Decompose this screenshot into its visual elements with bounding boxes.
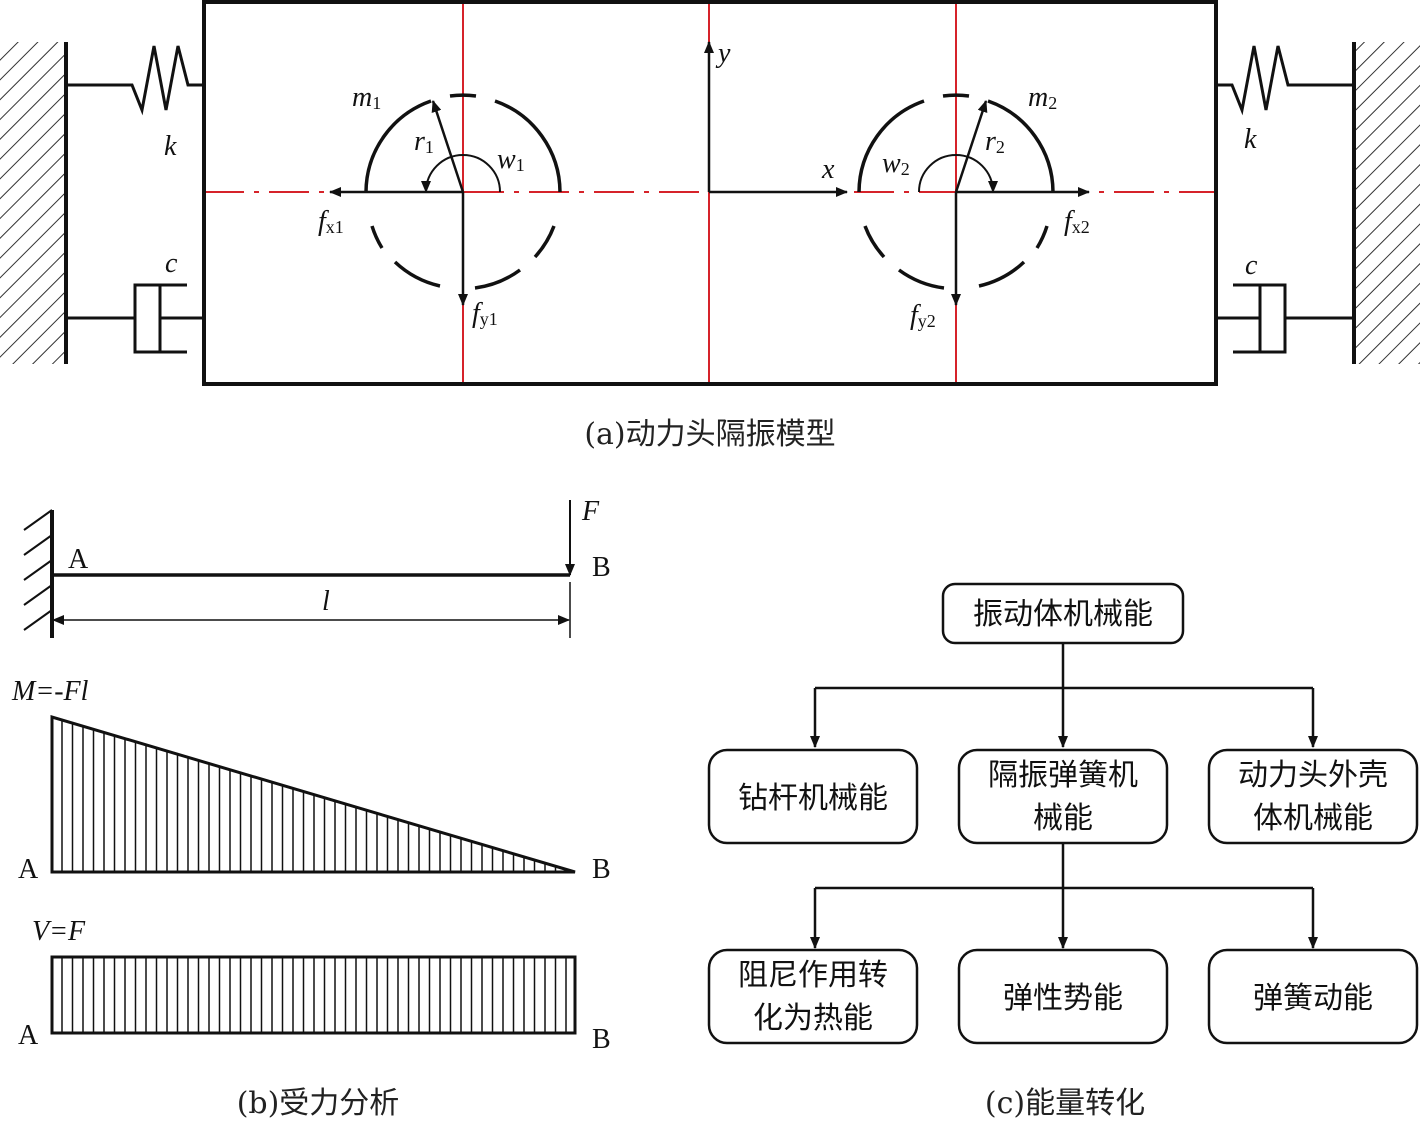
force-analysis: F A B l M=-Fl A B V=F A B: [11, 496, 611, 1055]
eccentric-circle-1: [364, 93, 562, 290]
node-housing-line1: 动力头外壳: [1238, 758, 1388, 793]
moment-hatch: [61, 719, 567, 872]
node-housing: 动力头外壳 体机械能: [1207, 748, 1419, 845]
shear-label: V=F: [32, 916, 86, 947]
moment-diagram: [50, 714, 576, 874]
node-spring-kinetic: 弹簧动能: [1207, 948, 1419, 1045]
fy2-label: fy2: [910, 300, 936, 331]
shear-diagram: [50, 955, 577, 1035]
root-node: 振动体机械能: [941, 582, 1185, 645]
left-damper: [66, 283, 204, 354]
node-elastic-potential-label: 弹性势能: [1003, 981, 1123, 1016]
power-head-frame: [202, 0, 1218, 386]
caption-a: (a)动力头隔振模型: [584, 417, 835, 452]
moment-end-b: B: [592, 854, 611, 885]
node-damping-heat-line1: 阻尼作用转: [738, 958, 888, 993]
root-label: 振动体机械能: [973, 597, 1153, 632]
mass-1-label: m1: [352, 82, 381, 113]
node-drill-rod: 钻杆机械能: [707, 748, 919, 845]
radius-arrow-2: [954, 100, 988, 193]
omega-1-label: w1: [497, 144, 525, 175]
moment-label: M=-Fl: [11, 676, 89, 707]
right-damper: [1216, 283, 1354, 354]
right-damper-label: c: [1245, 250, 1258, 281]
node-isolation-spring: 隔振弹簧机 械能: [957, 748, 1169, 845]
y-axis-label: y: [715, 38, 731, 69]
mass-2-label: m2: [1028, 82, 1057, 113]
fy1-label: fy1: [472, 298, 498, 329]
right-spring-label: k: [1244, 124, 1257, 155]
force-label: F: [581, 496, 600, 527]
radius-1-label: r1: [414, 126, 434, 157]
flow-connectors: [810, 643, 1318, 949]
omega-arc-2: [918, 154, 998, 193]
eccentric-circle-2: [857, 93, 1055, 290]
left-spring-label: k: [164, 131, 177, 162]
isolation-model: k c k c x y: [0, 0, 1420, 386]
beam-end-a: A: [68, 544, 89, 575]
node-isolation-spring-line2: 械能: [1033, 801, 1093, 836]
beam-end-b: B: [592, 552, 611, 583]
node-elastic-potential: 弹性势能: [957, 948, 1169, 1045]
moment-end-a: A: [18, 854, 39, 885]
fx1-label: fx1: [318, 206, 344, 237]
left-wall-hatch: [0, 42, 66, 364]
length-label: l: [322, 586, 330, 617]
right-spring: [1216, 45, 1354, 116]
shear-end-a: A: [18, 1020, 39, 1051]
right-wall-hatch: [1354, 42, 1420, 364]
beam-wall: [23, 509, 53, 631]
node-isolation-spring-line1: 隔振弹簧机: [988, 758, 1138, 793]
omega-arc-1: [421, 154, 501, 193]
shear-end-b: B: [592, 1024, 611, 1055]
node-drill-rod-label: 钻杆机械能: [738, 781, 888, 816]
x-axis-label: x: [821, 154, 835, 185]
energy-flowchart: 振动体机械能 钻杆机械能 隔振弹簧机 械能 动力头外壳 体机械能 阻尼作用转 化…: [707, 582, 1419, 1045]
omega-2-label: w2: [882, 148, 910, 179]
caption-b: (b)受力分析: [237, 1086, 400, 1121]
node-spring-kinetic-label: 弹簧动能: [1253, 981, 1373, 1016]
left-damper-label: c: [165, 248, 178, 279]
left-spring: [66, 45, 204, 116]
node-damping-heat: 阻尼作用转 化为热能: [707, 948, 919, 1045]
node-damping-heat-line2: 化为热能: [753, 1001, 873, 1036]
fx2-label: fx2: [1064, 206, 1090, 237]
caption-c: (c)能量转化: [985, 1086, 1145, 1121]
radius-2-label: r2: [985, 126, 1005, 157]
radius-arrow-1: [431, 100, 465, 193]
node-housing-line2: 体机械能: [1253, 801, 1373, 836]
shear-hatch: [61, 957, 567, 1033]
